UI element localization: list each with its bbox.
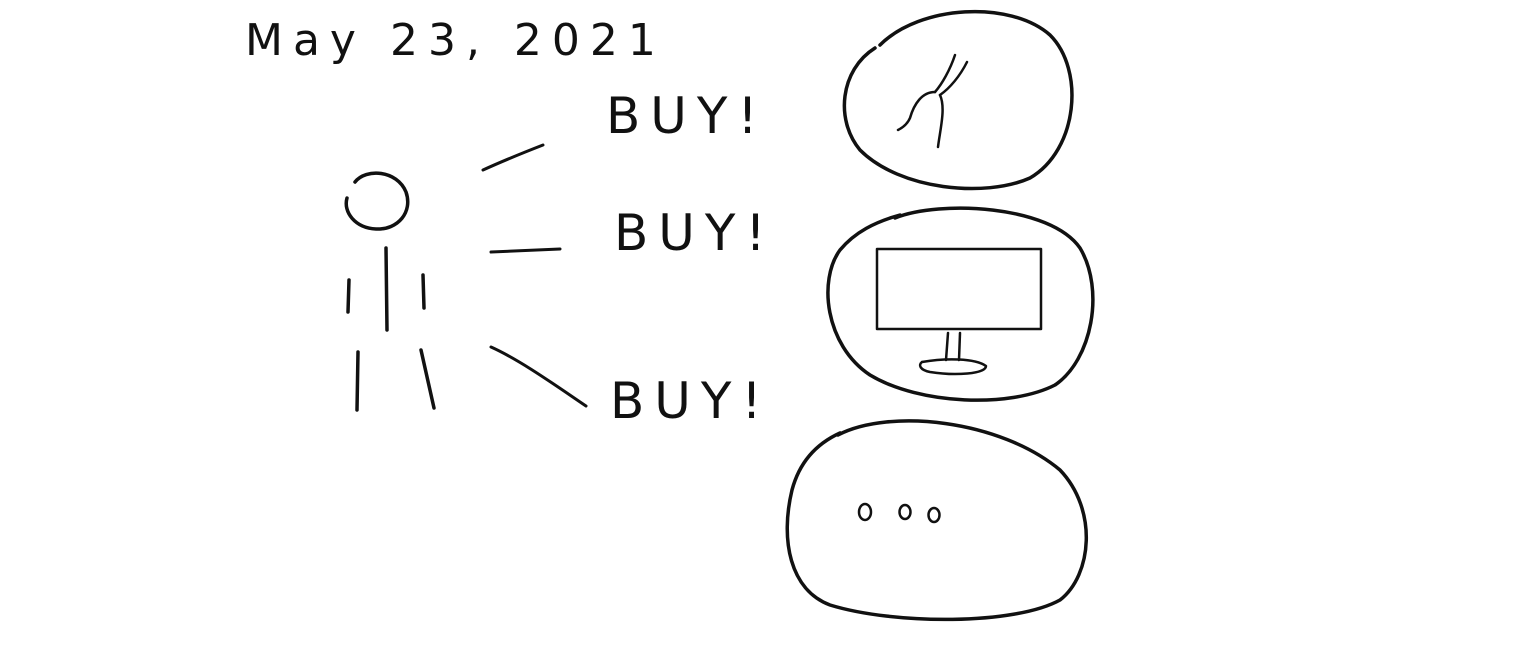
fork-bubble xyxy=(842,9,1074,191)
stick-figure-right-arm xyxy=(421,273,426,310)
ellipsis-dot-3 xyxy=(927,506,941,524)
monitor-icon xyxy=(875,247,1043,376)
monitor-bubble xyxy=(826,206,1095,402)
ellipsis-dot-2 xyxy=(898,503,912,521)
connector-lines xyxy=(481,143,588,408)
ellipsis-dot-1 xyxy=(857,502,873,522)
buy-label-1: BUY! xyxy=(606,87,767,145)
stick-figure-torso xyxy=(384,246,389,332)
monitor-screen xyxy=(875,247,1043,331)
monitor-stand-right xyxy=(957,331,962,362)
connector-line-2 xyxy=(489,247,562,254)
date-note: May 23, 2021 xyxy=(245,15,666,66)
connector-line-3 xyxy=(489,345,588,408)
ellipsis-bubble-outline xyxy=(785,419,1089,622)
stick-figure xyxy=(344,171,436,412)
ellipsis-bubble xyxy=(785,419,1089,622)
monitor-stand-left xyxy=(944,331,950,362)
stick-figure-left-arm xyxy=(346,278,351,314)
stick-figure-head xyxy=(344,171,410,231)
stick-figure-right-leg xyxy=(419,348,436,410)
monitor-base xyxy=(918,358,988,376)
buy-label-2: BUY! xyxy=(614,204,775,262)
buy-label-3: BUY! xyxy=(610,372,771,430)
monitor-bubble-outline xyxy=(826,206,1095,402)
stick-figure-left-leg xyxy=(355,350,360,412)
connector-line-1 xyxy=(481,143,545,172)
ellipsis-icon xyxy=(857,502,941,524)
fork-icon xyxy=(896,53,969,149)
fork-bubble-outline xyxy=(842,9,1074,191)
